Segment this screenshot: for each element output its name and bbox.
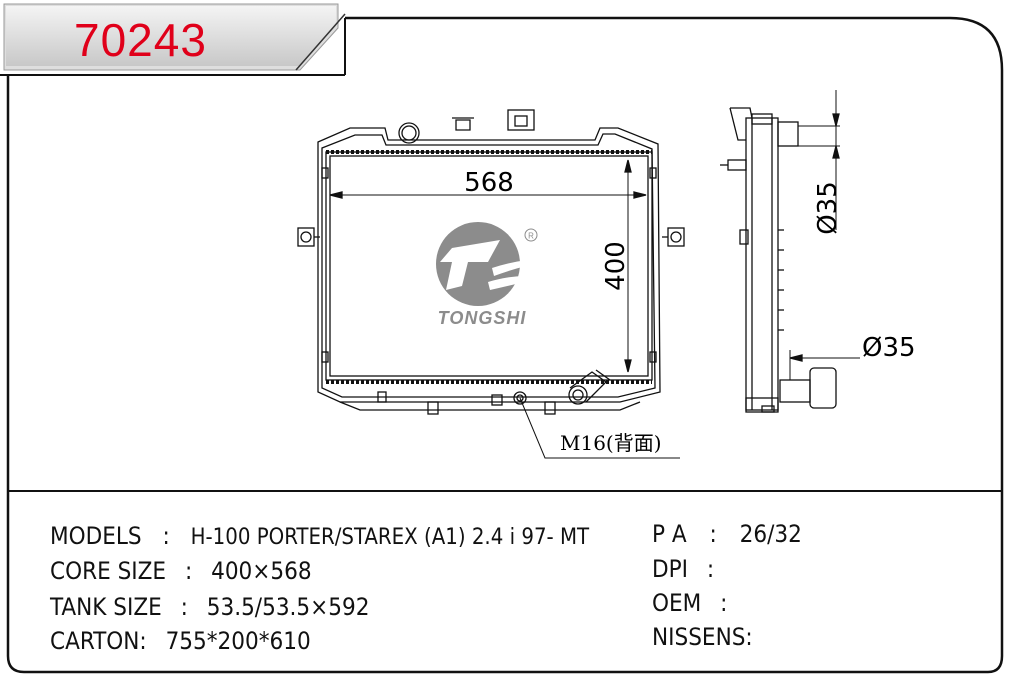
core-size-value: 400×568 — [211, 557, 312, 585]
radiator-front-view — [297, 109, 685, 459]
core-size-colon: : — [184, 557, 193, 585]
tongshi-logo: R TONGSHI — [436, 222, 538, 328]
dpi-colon: : — [706, 555, 715, 583]
carton-label: CARTON: — [50, 627, 147, 655]
oem-colon: : — [720, 589, 728, 617]
part-number-tab — [0, 0, 346, 76]
nissens-row: NISSENS: — [652, 623, 753, 651]
nissens-label: NISSENS: — [652, 623, 753, 651]
core-size-row: CORE SIZE : 400×568 — [50, 557, 312, 585]
dpi-row: DPI : — [652, 555, 726, 583]
outlet-diameter: Ø35 — [862, 333, 916, 363]
tank-size-colon: : — [180, 593, 188, 621]
tank-size-row: TANK SIZE : 53.5/53.5×592 — [50, 593, 369, 621]
registered-icon — [524, 228, 538, 242]
carton-value: 755*200*610 — [165, 627, 311, 655]
tank-size-value: 53.5/53.5×592 — [206, 593, 370, 621]
pa-row: P A : 26/32 — [652, 520, 802, 548]
logo-text: TONGSHI — [438, 308, 527, 328]
tank-size-label: TANK SIZE — [50, 593, 162, 621]
part-number: 70243 — [74, 14, 207, 66]
dpi-label: DPI — [652, 555, 689, 583]
models-colon: : — [162, 522, 170, 550]
oem-label: OEM — [652, 589, 702, 617]
outer-border — [6, 16, 1004, 674]
pa-colon: : — [709, 520, 717, 548]
models-label: MODELS — [50, 522, 142, 550]
m16-callout: M16(背面) — [560, 431, 662, 455]
models-value: H-100 PORTER/STAREX (A1) 2.4 i 97- MT — [190, 525, 590, 550]
core-size-label: CORE SIZE — [50, 557, 167, 585]
radiator-side-view — [720, 90, 860, 413]
carton-row: CARTON: 755*200*610 — [50, 627, 311, 655]
pa-label: P A — [652, 520, 687, 548]
height-dimension: 400 — [601, 241, 631, 291]
oem-row: OEM : — [652, 589, 739, 617]
registered-mark: R — [528, 232, 534, 241]
pa-value: 26/32 — [739, 520, 802, 548]
inlet-diameter: Ø35 — [813, 181, 843, 235]
width-dimension: 568 — [464, 168, 514, 198]
models-row: MODELS : H-100 PORTER/STAREX (A1) 2.4 i … — [50, 522, 589, 552]
